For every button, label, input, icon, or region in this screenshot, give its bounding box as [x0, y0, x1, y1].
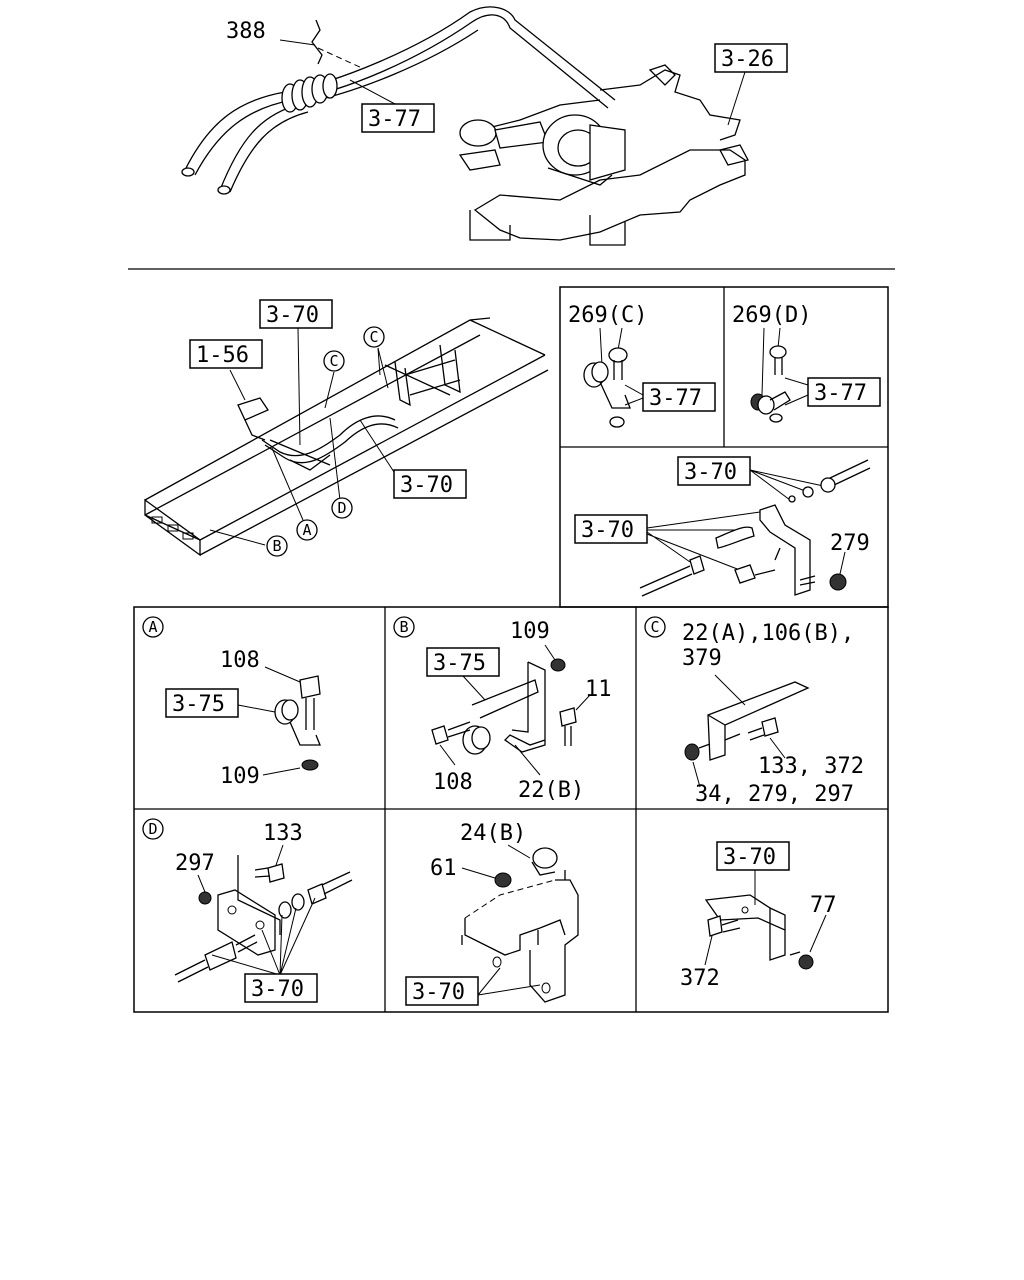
label-a-ref: 3-75	[172, 692, 225, 717]
panel-clip-269d: 269(D) 3-77	[732, 303, 881, 423]
panel-c-tag-circle	[644, 616, 666, 638]
label-b-ref: 3-75	[433, 651, 486, 676]
ref-box-f	[716, 841, 790, 871]
ref-box-e	[405, 976, 479, 1006]
label-c-line1: 22(A),106(B),	[682, 621, 854, 646]
panel-e: 24(B) 61 3-70	[405, 821, 579, 1006]
label-3-70-top: 3-70	[266, 303, 319, 328]
label-269d: 269(D)	[732, 303, 811, 328]
label-d-ref: 3-70	[251, 977, 304, 1002]
label-cable-ref-top: 3-70	[684, 460, 737, 485]
callout-c-a-text: C	[329, 352, 338, 370]
top-assembly: 388 3-26 3-77	[181, 6, 788, 246]
label-a-109: 109	[220, 764, 260, 789]
label-3-77: 3-77	[368, 107, 421, 132]
callout-c-marker-b	[363, 326, 385, 348]
panel-d-tag: D	[148, 820, 157, 838]
callout-b-marker	[266, 535, 288, 557]
chassis-overview: 3-70 1-56 3-70 C C A D B	[144, 299, 549, 557]
panel-c-tag: C	[650, 618, 659, 636]
panel-b-tag-circle	[393, 616, 415, 638]
callout-d-text: D	[337, 499, 346, 517]
label-3-26: 3-26	[721, 47, 774, 72]
label-c-line2: 379	[682, 646, 722, 671]
label-269c: 269(C)	[568, 303, 647, 328]
panel-a-tag-circle	[142, 616, 164, 638]
panel-b: B 109 3-75 11 108 22(B)	[393, 616, 612, 803]
panel-b-tag: B	[399, 618, 408, 636]
label-d-133: 133	[263, 821, 303, 846]
ref-box-3-26	[714, 43, 788, 73]
callout-c-marker-a	[323, 350, 345, 372]
callout-a-text: A	[302, 521, 311, 539]
ref-box-cable-top	[677, 456, 751, 486]
label-cable-ref-left: 3-70	[581, 518, 634, 543]
label-388: 388	[226, 19, 266, 44]
ref-box-a	[165, 688, 239, 718]
panel-a: A 108 3-75 109	[142, 616, 321, 789]
label-e-ref: 3-70	[412, 980, 465, 1005]
ref-box-1-56	[189, 339, 263, 369]
label-b-11: 11	[585, 677, 612, 702]
panel-a-tag: A	[148, 618, 157, 636]
label-e-61: 61	[430, 856, 457, 881]
panel-f: 3-70 77 372	[680, 841, 837, 991]
label-1-56: 1-56	[196, 343, 249, 368]
callout-a-marker	[296, 519, 318, 541]
callout-b-text: B	[272, 537, 281, 555]
label-c-133: 133, 372	[758, 754, 864, 779]
label-b-108: 108	[433, 770, 473, 795]
ref-box-3-77	[361, 103, 435, 133]
ref-box-cable-left	[574, 514, 648, 544]
ref-box-d	[244, 973, 318, 1003]
label-d-297: 297	[175, 851, 215, 876]
label-e-24b: 24(B)	[460, 821, 526, 846]
ref-box-clip-d	[807, 377, 881, 407]
label-279: 279	[830, 531, 870, 556]
label-b-109: 109	[510, 619, 550, 644]
label-clip-c-ref: 3-77	[649, 386, 702, 411]
label-f-372: 372	[680, 966, 720, 991]
label-f-77: 77	[810, 893, 837, 918]
panel-clip-269c: 269(C) 3-77	[568, 303, 716, 428]
label-f-ref: 3-70	[723, 845, 776, 870]
label-clip-d-ref: 3-77	[814, 381, 867, 406]
ref-box-3-70-top	[259, 299, 333, 329]
panel-d-tag-circle	[142, 818, 164, 840]
callout-d-marker	[331, 497, 353, 519]
ref-box-b	[426, 647, 500, 677]
label-c-34: 34, 279, 297	[695, 782, 854, 807]
label-a-108: 108	[220, 648, 260, 673]
label-b-22b: 22(B)	[518, 778, 584, 803]
callout-c-b-text: C	[369, 328, 378, 346]
panel-d: D 133 297 3-70	[142, 818, 353, 1003]
ref-box-3-70-right	[393, 469, 467, 499]
panel-c: C 22(A),106(B), 379 133, 372 34, 279, 29…	[644, 616, 864, 807]
panel-cable-bracket: 3-70 3-70 279	[574, 456, 871, 597]
label-3-70-right: 3-70	[400, 473, 453, 498]
ref-box-clip-c	[642, 382, 716, 412]
cable-boot	[281, 73, 338, 113]
